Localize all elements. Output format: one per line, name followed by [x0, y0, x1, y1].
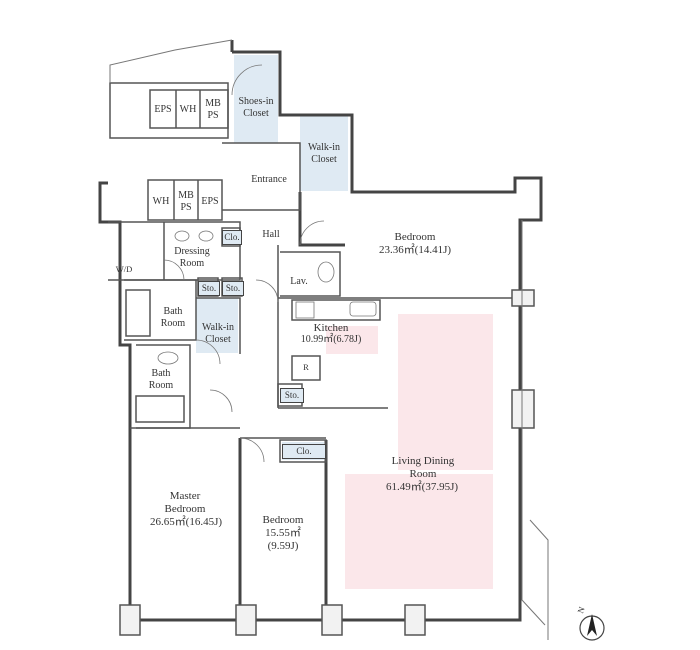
- bedroom-s-name-label: Bedroom: [262, 514, 304, 526]
- bedroom-ne-name-label: Bedroom: [394, 231, 436, 243]
- lav-label: Lav.: [290, 276, 308, 287]
- mbps-mid-label: MB PS: [178, 190, 194, 213]
- compass: [579, 614, 605, 641]
- walk-in-closet-mid-fill: [196, 298, 238, 353]
- door-swings: [163, 64, 325, 463]
- living-fill-top: [398, 314, 493, 470]
- clo-hall-label: Clo.: [222, 230, 242, 245]
- fixtures: [157, 230, 377, 365]
- walk-in-closet-top-label: Walk-in Closet: [308, 142, 340, 165]
- dressing-room-label: Dressing Room: [174, 246, 210, 269]
- master-bedroom-label: Master Bedroom: [164, 490, 206, 515]
- refrigerator-label: R: [303, 362, 309, 372]
- wh-top-label: WH: [179, 104, 197, 115]
- balcony: [109, 39, 549, 640]
- eps-top-label: EPS: [154, 104, 172, 115]
- bedroom-ne-area-label: 23.36㎡(14.41J): [378, 244, 452, 256]
- clo-bedroom-label: Clo.: [282, 444, 326, 459]
- walk-in-closet-top-fill: [300, 115, 348, 191]
- shoes-in-closet-label: Shoes-in Closet: [238, 96, 274, 119]
- shoes-closet-fill: [234, 55, 278, 143]
- living-dining-label: Living Dining Room: [391, 455, 455, 480]
- kitchen-name-label: Kitchen: [313, 322, 349, 334]
- bedroom-s-area-label: 15.55㎡: [265, 527, 301, 539]
- bath-room-1-label: Bath Room: [160, 306, 186, 329]
- eps-mid-label: EPS: [201, 196, 219, 207]
- kitchen-area-label: 10.99㎡(6.78J): [300, 334, 362, 345]
- room-fills: [196, 55, 493, 589]
- sto-3-label: Sto.: [280, 388, 304, 403]
- bath-room-2-label: Bath Room: [148, 368, 174, 391]
- wh-mid-label: WH: [152, 196, 170, 207]
- entrance-label: Entrance: [251, 174, 287, 185]
- bedroom-s-area-j-label: (9.59J): [267, 540, 299, 552]
- master-bedroom-area-label: 26.65㎡(16.45J): [149, 516, 223, 528]
- mbps-top-label: MB PS: [205, 98, 221, 121]
- wd-label: W/D: [115, 264, 133, 274]
- sto-2-label: Sto.: [222, 281, 244, 296]
- living-dining-area-label: 61.49㎡(37.95J): [385, 481, 459, 493]
- hall-label: Hall: [262, 229, 280, 240]
- kitchen-fill: [326, 326, 378, 354]
- living-fill-bottom: [345, 474, 493, 589]
- sto-1-label: Sto.: [198, 281, 220, 296]
- windows: [119, 289, 535, 636]
- walk-in-closet-mid-label: Walk-in Closet: [202, 322, 234, 345]
